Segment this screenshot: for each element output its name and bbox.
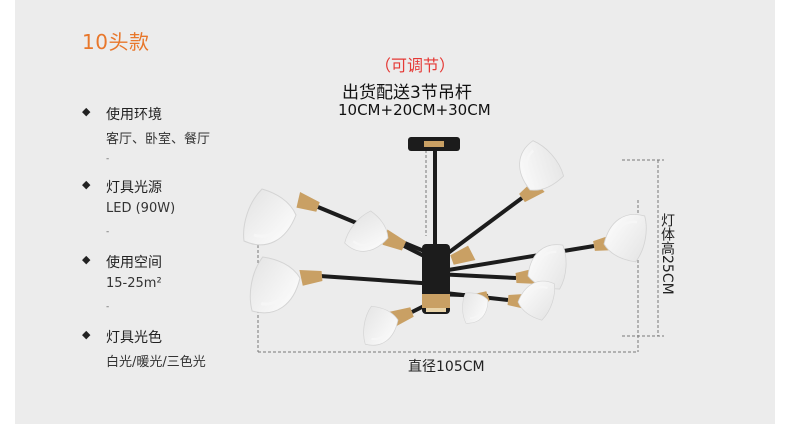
height-dimension-label: 灯体高25CM <box>659 213 675 295</box>
spec-label: 灯具光源 <box>106 180 162 196</box>
shipping-note: 出货配送3节吊杆 <box>342 83 472 103</box>
diamond-bullet-icon: ◆ <box>82 105 91 118</box>
spec-label: 使用空间 <box>106 255 162 271</box>
spec-label: 灯具光色 <box>106 330 162 346</box>
spec-label: 使用环境 <box>106 107 162 123</box>
diamond-bullet-icon: ◆ <box>82 328 91 341</box>
diamond-bullet-icon: ◆ <box>82 253 91 266</box>
adjustable-note: （可调节） <box>375 56 456 75</box>
diamond-bullet-icon: ◆ <box>82 178 91 191</box>
spec-value: 15-25m² <box>106 276 162 291</box>
fixture-body <box>317 137 595 314</box>
lamp-shades <box>242 137 653 348</box>
spec-separator: - <box>106 154 110 164</box>
spec-separator: - <box>106 227 110 237</box>
diameter-dimension-label: 直径105CM <box>408 359 485 375</box>
spec-value: LED (90W) <box>106 201 176 216</box>
spec-separator: - <box>106 302 110 312</box>
product-info-panel <box>15 0 775 424</box>
spec-value: 白光/暖光/三色光 <box>106 355 206 370</box>
variant-title: 10头款 <box>82 30 150 54</box>
rod-lengths: 10CM+20CM+30CM <box>338 101 491 119</box>
spec-value: 客厅、卧室、餐厅 <box>106 132 211 147</box>
